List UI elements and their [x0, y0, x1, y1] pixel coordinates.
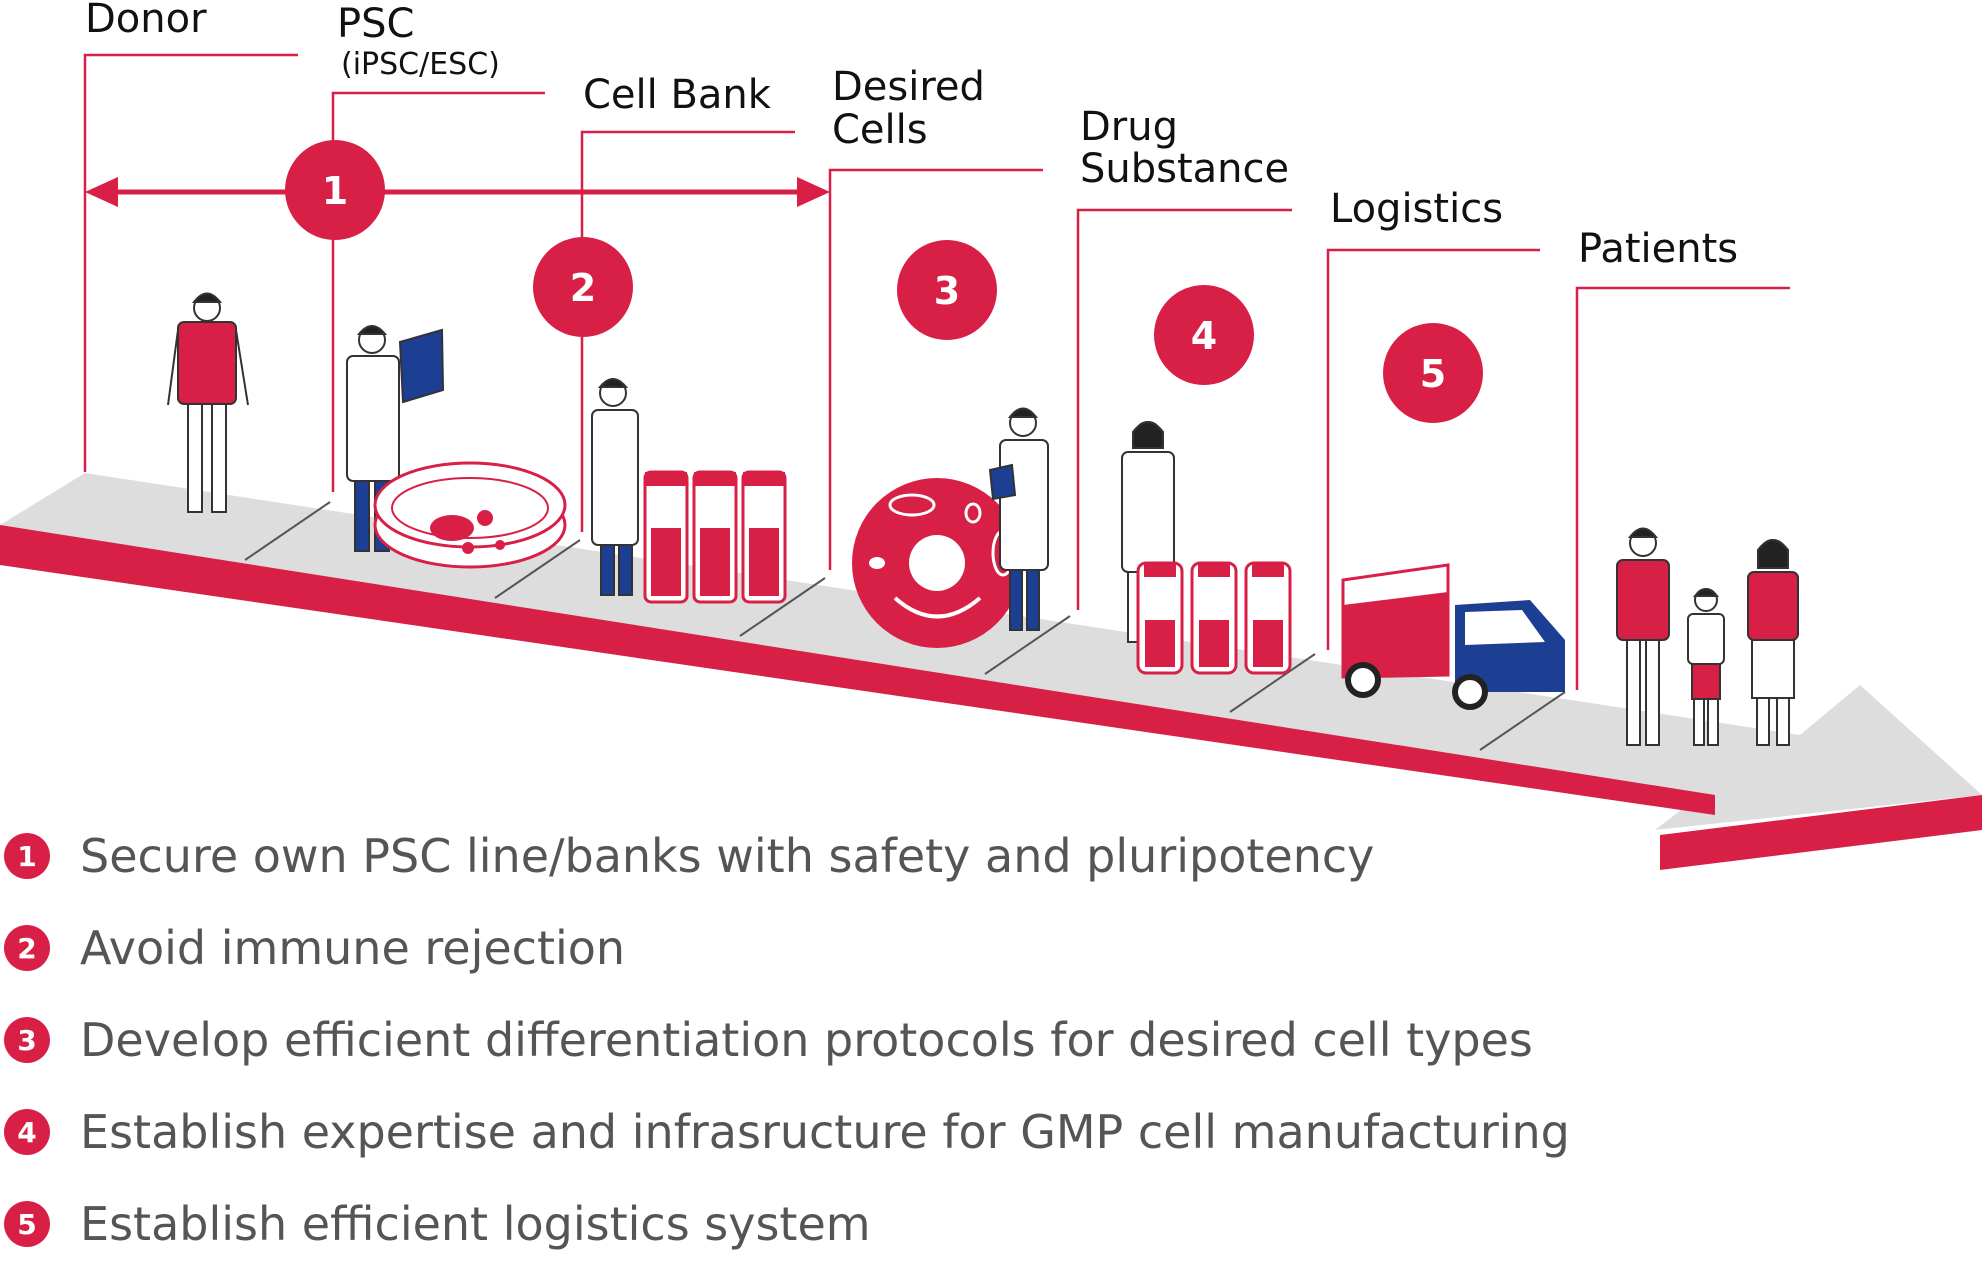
stage-label-cell-bank: Cell Bank [583, 72, 772, 118]
stage-label-donor: Donor [85, 0, 207, 42]
legend-item-3: 3 Develop efficient differentiation prot… [0, 994, 1600, 1086]
legend: 1 Secure own PSC line/banks with safety … [0, 810, 1600, 1270]
road-red-band [0, 525, 1715, 815]
road-dividers [244, 501, 1566, 751]
legend-text-2: Avoid immune rejection [80, 921, 626, 975]
svg-text:3: 3 [934, 269, 960, 313]
svg-text:5: 5 [1420, 352, 1446, 396]
stage-label-psc: PSC [337, 1, 414, 47]
legend-number-2: 2 [4, 925, 50, 971]
legend-number-4: 4 [4, 1109, 50, 1155]
stage-label-patients: Patients [1578, 226, 1738, 272]
marker-5: 5 [1383, 323, 1483, 423]
legend-text-1: Secure own PSC line/banks with safety an… [80, 829, 1375, 883]
stage-brackets [83, 53, 1790, 690]
marker-1: 1 [285, 140, 385, 240]
cell-icon [852, 478, 1022, 648]
arrow-head-band [1660, 795, 1982, 870]
range-double-arrow [85, 177, 830, 207]
scientist-clipboard-icon [346, 325, 445, 552]
patients-family-icon [1616, 527, 1799, 746]
truck-icon [1341, 563, 1565, 710]
legend-number-3: 3 [4, 1017, 50, 1063]
marker-2: 2 [533, 237, 633, 337]
legend-text-5: Establish efficient logistics system [80, 1197, 871, 1251]
legend-text-4: Establish expertise and infrasructure fo… [80, 1105, 1570, 1159]
legend-text-3: Develop efficient differentiation protoc… [80, 1013, 1533, 1067]
legend-item-2: 2 Avoid immune rejection [0, 902, 1600, 994]
svg-text:2: 2 [570, 266, 596, 310]
legend-item-4: 4 Establish expertise and infrasructure … [0, 1086, 1600, 1178]
stage-label-logistics: Logistics [1330, 186, 1503, 232]
svg-text:4: 4 [1191, 314, 1217, 358]
stage-label-drug-line1: Drug [1080, 104, 1178, 150]
stage-label-desired-line2: Cells [832, 107, 928, 153]
scientist-desired-cells-icon [988, 407, 1049, 631]
drug-vials-icon [1136, 561, 1292, 675]
scientist-cellbank-icon [591, 378, 639, 596]
petri-dish-icon [373, 461, 567, 569]
stage-label-drug-line2: Substance [1080, 146, 1289, 192]
donor-person-icon [167, 292, 249, 513]
legend-number-5: 5 [4, 1201, 50, 1247]
marker-3: 3 [897, 240, 997, 340]
stage-label-desired-line1: Desired [832, 64, 985, 110]
legend-item-1: 1 Secure own PSC line/banks with safety … [0, 810, 1600, 902]
stage-sublabel-psc: (iPSC/ESC) [341, 47, 500, 82]
legend-item-5: 5 Establish efficient logistics system [0, 1178, 1600, 1270]
marker-4: 4 [1154, 285, 1254, 385]
cell-bank-tubes-icon [643, 470, 787, 604]
legend-number-1: 1 [4, 833, 50, 879]
svg-text:1: 1 [322, 169, 348, 213]
